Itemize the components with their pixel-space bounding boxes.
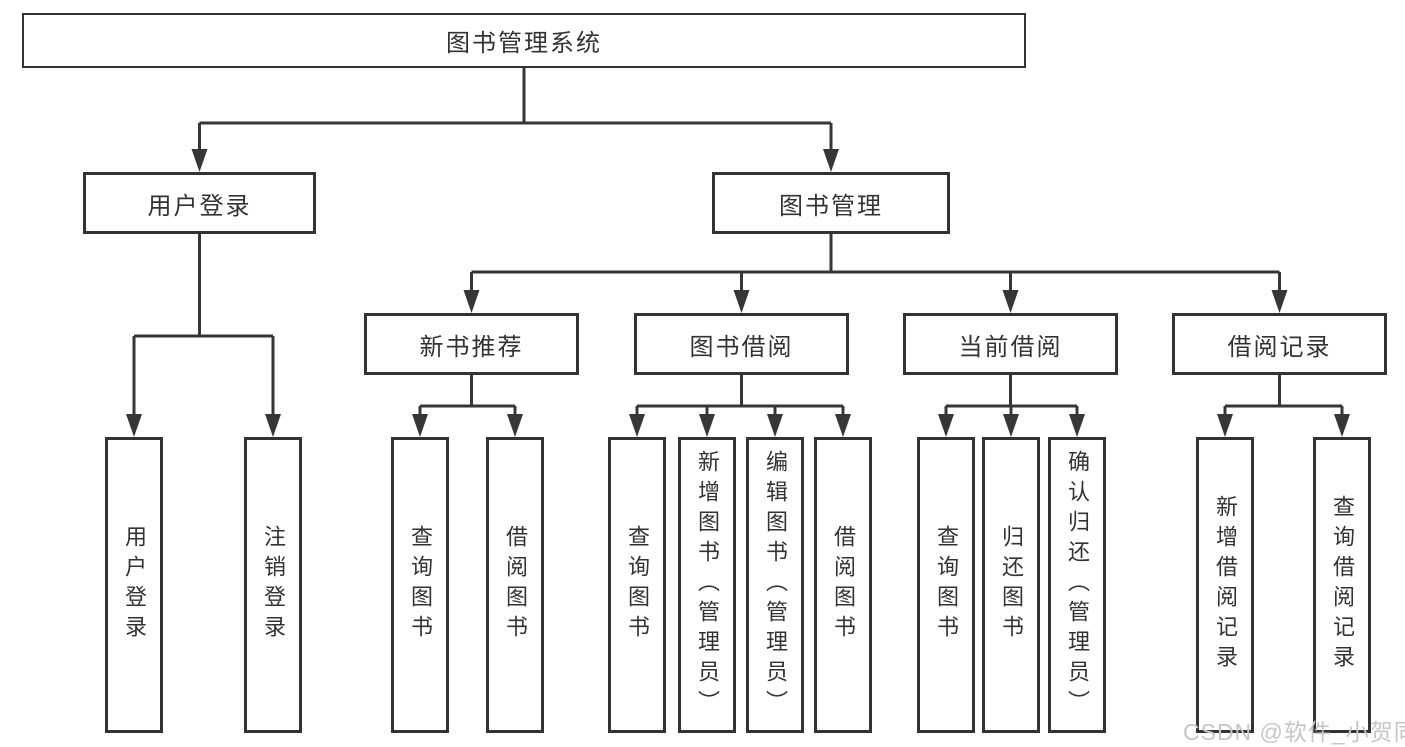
node-label: 用户登录 bbox=[122, 525, 147, 645]
arrow-icon bbox=[191, 149, 208, 172]
leaf-query-borrow-record: 查询借阅记录 bbox=[1313, 437, 1371, 733]
arrow-icon bbox=[1003, 414, 1019, 437]
node-label: 借阅图书 bbox=[831, 525, 856, 645]
arrow-icon bbox=[1217, 414, 1233, 437]
node-borrowing-records: 借阅记录 bbox=[1172, 313, 1387, 375]
leaf-query-books-recommend: 查询图书 bbox=[391, 437, 449, 733]
node-label: 注销登录 bbox=[261, 525, 286, 645]
node-user-login: 用户登录 bbox=[83, 172, 316, 234]
node-label: 新增借阅记录 bbox=[1213, 495, 1238, 675]
node-label: 编辑图书（管理员） bbox=[763, 450, 788, 720]
arrow-icon bbox=[823, 149, 839, 172]
node-label: 查询图书 bbox=[408, 525, 433, 645]
arrow-icon bbox=[463, 290, 480, 313]
leaf-confirm-return-admin: 确认归还（管理员） bbox=[1048, 437, 1106, 733]
node-label: 确认归还（管理员） bbox=[1065, 450, 1090, 720]
leaf-borrow-books-borrowing: 借阅图书 bbox=[814, 437, 872, 733]
leaf-add-book-admin: 新增图书（管理员） bbox=[678, 437, 736, 733]
node-label: 查询图书 bbox=[934, 525, 959, 645]
node-label: 新增图书（管理员） bbox=[695, 450, 720, 720]
leaf-query-books-borrowing: 查询图书 bbox=[608, 437, 666, 733]
node-label: 用户登录 bbox=[147, 192, 252, 220]
csdn-watermark: CSDN @软件_小贺同学 bbox=[1183, 719, 1405, 745]
leaf-user-login: 用户登录 bbox=[105, 437, 163, 733]
arrow-icon bbox=[835, 414, 851, 437]
node-label: 归还图书 bbox=[999, 525, 1024, 645]
arrow-icon bbox=[733, 290, 750, 313]
node-new-book-recommend: 新书推荐 bbox=[364, 313, 579, 375]
node-label: 图书管理 bbox=[779, 192, 883, 220]
arrow-icon bbox=[699, 414, 715, 437]
arrow-icon bbox=[126, 414, 142, 437]
leaf-add-borrow-record: 新增借阅记录 bbox=[1196, 437, 1254, 733]
arrow-icon bbox=[265, 414, 281, 437]
leaf-query-books-current: 查询图书 bbox=[917, 437, 975, 733]
arrow-icon bbox=[1334, 414, 1350, 437]
node-label: 当前借阅 bbox=[958, 333, 1063, 361]
node-label: 图书借阅 bbox=[689, 333, 794, 361]
node-book-borrowing: 图书借阅 bbox=[634, 313, 849, 375]
leaf-logout: 注销登录 bbox=[244, 437, 302, 733]
leaf-return-book: 归还图书 bbox=[982, 437, 1040, 733]
node-book-management: 图书管理 bbox=[712, 172, 950, 234]
leaf-borrow-books-recommend: 借阅图书 bbox=[486, 437, 544, 733]
node-label: 查询图书 bbox=[625, 525, 650, 645]
node-label: 新书推荐 bbox=[419, 333, 524, 361]
arrow-icon bbox=[629, 414, 645, 437]
node-current-borrowing: 当前借阅 bbox=[903, 313, 1118, 375]
node-root-system: 图书管理系统 bbox=[22, 13, 1026, 68]
node-label: 借阅图书 bbox=[503, 525, 528, 645]
arrow-icon bbox=[412, 414, 428, 437]
leaf-edit-book-admin: 编辑图书（管理员） bbox=[746, 437, 804, 733]
arrow-icon bbox=[938, 414, 954, 437]
arrow-icon bbox=[1271, 290, 1288, 313]
arrow-icon bbox=[1002, 290, 1019, 313]
arrow-icon bbox=[767, 414, 783, 437]
node-label: 图书管理系统 bbox=[446, 30, 602, 57]
arrow-icon bbox=[507, 414, 523, 437]
node-label: 查询借阅记录 bbox=[1330, 495, 1355, 675]
arrow-icon bbox=[1069, 414, 1085, 437]
node-label: 借阅记录 bbox=[1227, 333, 1332, 361]
